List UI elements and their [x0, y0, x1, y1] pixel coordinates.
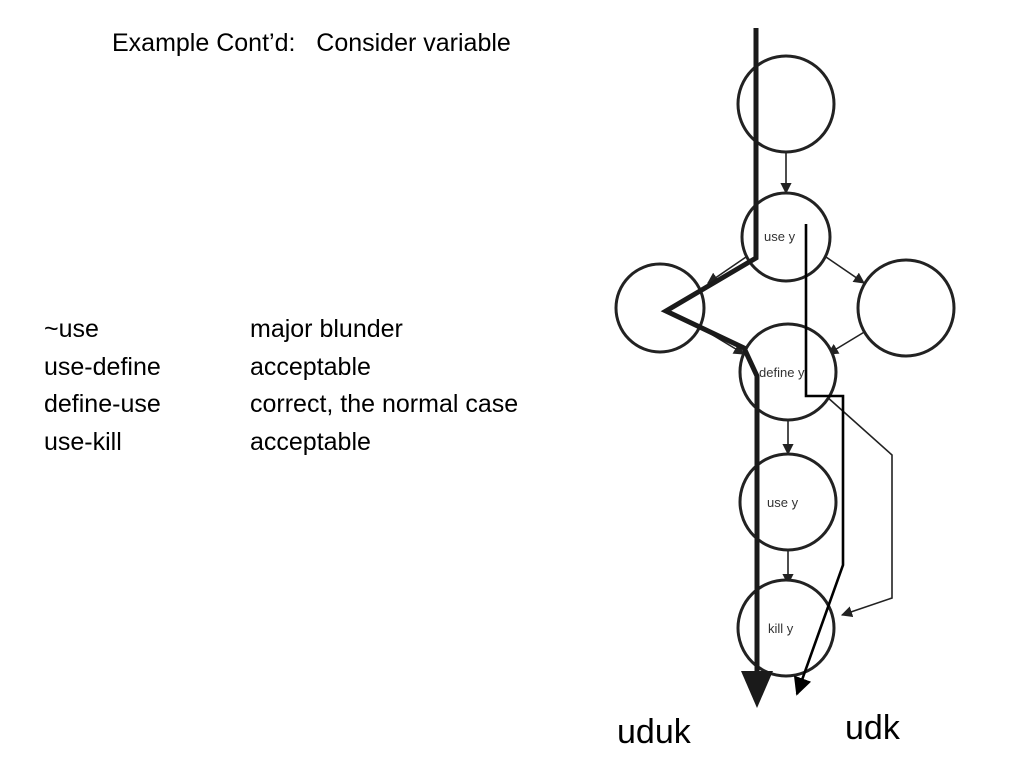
edge-bypass — [825, 395, 893, 618]
edge — [827, 330, 867, 355]
kill-node — [736, 578, 836, 678]
table-term: define-use — [44, 390, 161, 418]
graph-nodes — [614, 54, 956, 678]
table-term: use-kill — [44, 427, 122, 456]
use-node — [740, 191, 832, 283]
table-term: ~use — [44, 315, 99, 343]
node-label: use y — [767, 495, 799, 510]
entry-node — [736, 54, 836, 154]
edge — [825, 256, 865, 284]
udk-path — [793, 224, 845, 696]
slide-title: Example Cont’d: Consider variable — [112, 29, 511, 57]
table-term: use-define — [44, 352, 161, 381]
down-arrowhead-icon — [741, 671, 773, 708]
use-node — [738, 452, 838, 552]
path-label-uduk: uduk — [617, 713, 692, 751]
table-meaning: acceptable — [250, 427, 371, 456]
node-label: use y — [764, 229, 796, 244]
left-branch-node — [614, 262, 706, 354]
table-meaning: major blunder — [250, 315, 403, 343]
right-branch-node — [856, 258, 956, 358]
table-meaning: correct, the normal case — [250, 390, 519, 418]
table-meaning: acceptable — [250, 352, 371, 381]
edge — [707, 256, 747, 284]
path-label-udk: udk — [845, 709, 901, 747]
node-label: kill y — [768, 621, 794, 636]
node-label: define y — [759, 365, 805, 380]
uduk-path — [660, 28, 773, 708]
